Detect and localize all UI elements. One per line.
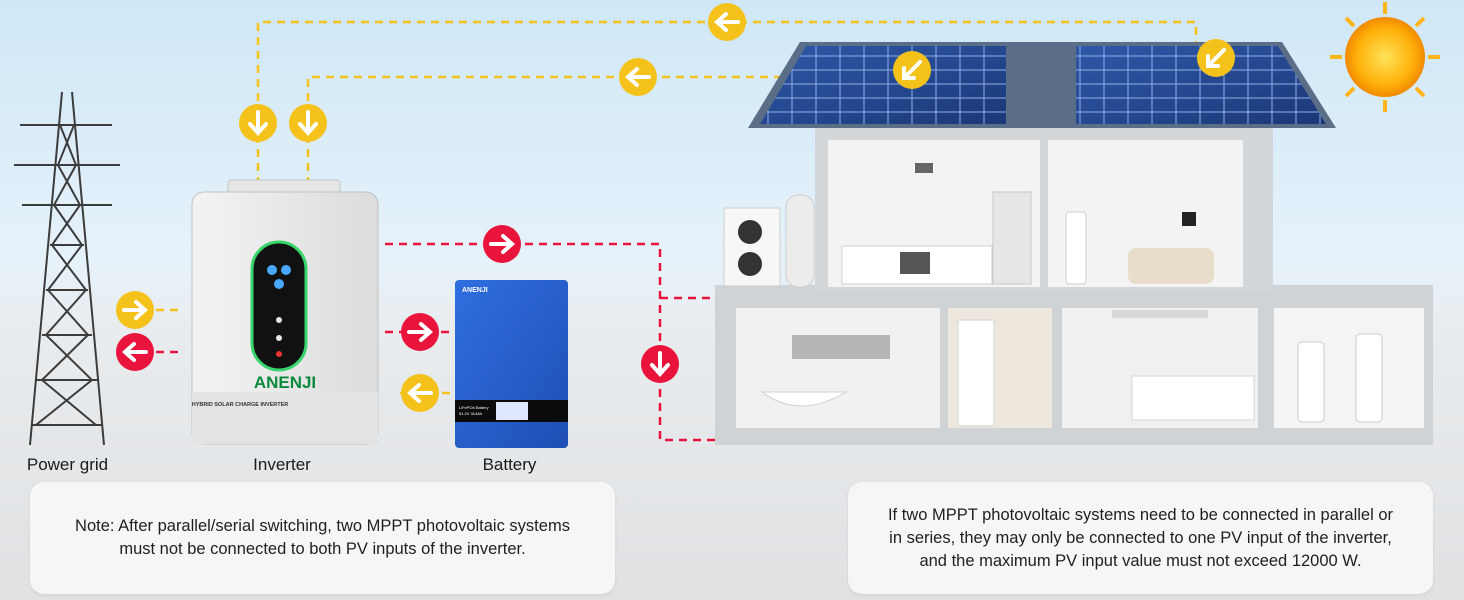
battery-lcd-line-2: 51.2V 314Ah (459, 411, 482, 416)
note-right-line-3: and the maximum PV input value must not … (919, 551, 1362, 570)
battery-label: Battery (482, 455, 537, 474)
arrow-right-icon (401, 313, 439, 351)
power-grid-label: Power grid (26, 455, 109, 474)
arrow-down-left-icon (1197, 39, 1235, 77)
arrow-down-icon (641, 345, 679, 383)
arrow-left-icon (116, 333, 154, 371)
inverter-unit: ANENJI HYBRID SOLAR CHARGE INVERTER (191, 179, 379, 445)
pylon-icon (14, 91, 120, 446)
battery-lcd-line-1: LiFePO4 Battery (459, 405, 489, 410)
inverter-brand: ANENJI (254, 373, 316, 392)
arrow-right-icon (483, 225, 521, 263)
inverter-model-text: HYBRID SOLAR CHARGE INVERTER (192, 402, 289, 408)
battery-unit: ANENJI LiFePO4 Battery 51.2V 314Ah (455, 280, 568, 448)
arrow-down-icon (239, 104, 277, 142)
arrow-left-icon (708, 3, 746, 41)
note-right-line-1: If two MPPT photovoltaic systems need to… (887, 505, 1394, 524)
note-right-line-2: in series, they may only be connected to… (889, 528, 1392, 547)
house (715, 42, 1433, 445)
sun-icon (1330, 2, 1440, 112)
arrow-left-icon (401, 374, 439, 412)
ac-flow-arrows (116, 225, 679, 383)
note-left: Note: After parallel/serial switching, t… (30, 482, 615, 594)
arrow-left-icon (619, 58, 657, 96)
arrow-right-icon (116, 291, 154, 329)
battery-brand: ANENJI (462, 287, 488, 294)
arrow-down-icon (289, 104, 327, 142)
arrow-down-left-icon (893, 51, 931, 89)
note-left-line-2: must not be connected to both PV inputs … (119, 540, 526, 558)
pv-flow-arrows (116, 3, 1235, 412)
note-right: If two MPPT photovoltaic systems need to… (848, 482, 1433, 594)
note-left-line-1: Note: After parallel/serial switching, t… (75, 517, 570, 535)
solar-panel-icon (760, 46, 1326, 124)
inverter-label: Inverter (253, 455, 311, 474)
